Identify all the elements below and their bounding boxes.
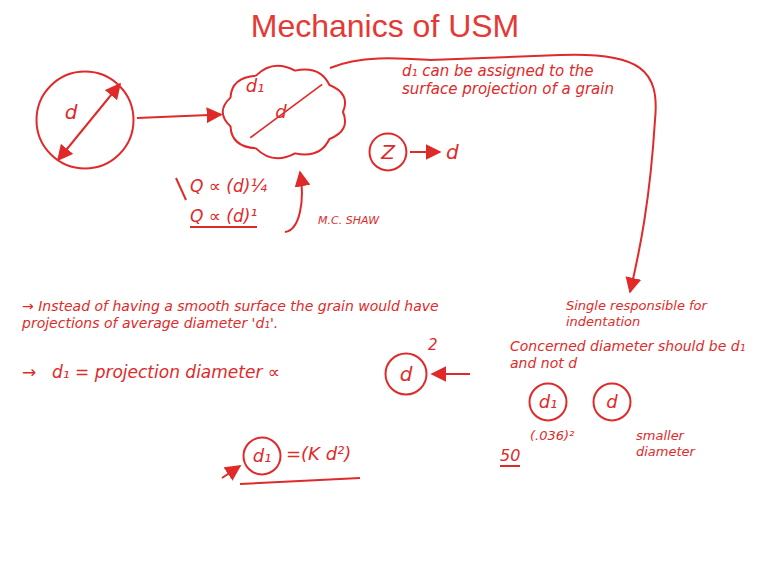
formula: Q ∝ (d)¹ bbox=[190, 206, 257, 228]
node-text: d₁ bbox=[253, 446, 272, 466]
node-text: d bbox=[400, 363, 413, 385]
node-text: d bbox=[275, 102, 286, 122]
formula: =(K d²) bbox=[286, 443, 351, 465]
formula-struck: Q ∝ (d)¼ bbox=[190, 176, 267, 196]
number-label: 50 bbox=[500, 446, 520, 467]
slide-title: Mechanics of USM bbox=[0, 8, 770, 45]
bullet-note: → Instead of having a smooth surface the… bbox=[22, 298, 462, 332]
note-text: Single responsible for indentation bbox=[566, 298, 746, 329]
node-text: d₁ bbox=[246, 76, 265, 96]
circled-symbol: d₁ bbox=[242, 436, 282, 476]
circled-symbol: d₁ bbox=[528, 382, 568, 422]
note-text: d₁ can be assigned to the surface projec… bbox=[402, 62, 652, 98]
note-text: smaller diameter bbox=[636, 428, 746, 459]
formula: d₁ = projection diameter ∝ bbox=[52, 362, 280, 382]
note-text: Concerned diameter should be d₁ and not … bbox=[510, 338, 750, 372]
grain-outline: d₁ d bbox=[223, 66, 347, 158]
author-label: M.C. SHAW bbox=[318, 214, 379, 227]
node-text: d₁ bbox=[539, 392, 558, 412]
underline bbox=[240, 478, 360, 484]
node-text: d bbox=[606, 392, 617, 412]
pointer-arrow bbox=[222, 466, 240, 478]
symbol-label: d bbox=[446, 140, 459, 164]
factor-label: (.036)² bbox=[530, 428, 574, 444]
node-text: d bbox=[65, 101, 78, 123]
circled-symbol: d bbox=[384, 352, 428, 396]
circle-outline bbox=[35, 70, 135, 170]
circled-symbol: Z bbox=[368, 132, 408, 172]
node-text: Z bbox=[381, 141, 395, 163]
circled-symbol: d bbox=[35, 70, 135, 170]
diameter-line bbox=[58, 84, 120, 160]
leader-line bbox=[330, 55, 656, 292]
leader-arrow bbox=[410, 151, 440, 153]
circled-symbol: d bbox=[592, 382, 632, 422]
exponent-label: 2 bbox=[428, 336, 438, 354]
strike-mark bbox=[176, 178, 186, 200]
bullet-arrow: → bbox=[22, 362, 36, 382]
connector-arrow bbox=[137, 115, 221, 118]
leader-arrow bbox=[285, 172, 302, 232]
pointer-arrow bbox=[432, 373, 470, 375]
